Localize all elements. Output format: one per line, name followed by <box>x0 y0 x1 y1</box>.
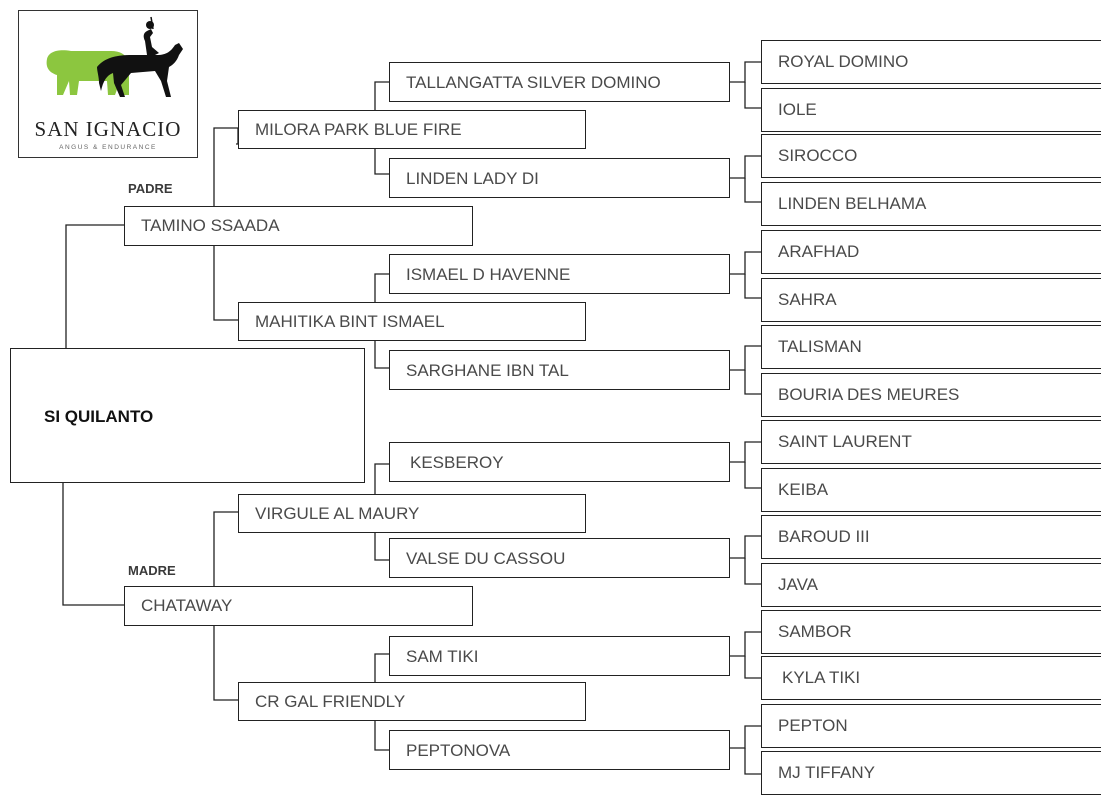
great-grandparent-box[interactable]: KESBEROY <box>389 442 730 482</box>
ancestor-name: SAHRA <box>778 290 837 309</box>
ancestor-name: SIROCCO <box>778 146 858 165</box>
great-grandparent-name: LINDEN LADY DI <box>406 169 539 188</box>
ancestor-box[interactable]: BOURIA DES MEURES <box>761 373 1101 417</box>
ancestor-box[interactable]: MJ TIFFANY <box>761 751 1101 795</box>
grandparent-name: CR GAL FRIENDLY <box>255 692 406 711</box>
great-grandparent-box[interactable]: SAM TIKI <box>389 636 730 676</box>
ancestor-name: BAROUD III <box>778 527 870 546</box>
ancestor-box[interactable]: IOLE <box>761 88 1101 132</box>
ancestor-name: BOURIA DES MEURES <box>778 385 960 404</box>
ancestor-name: IOLE <box>778 100 817 119</box>
dam-box[interactable]: CHATAWAY <box>124 586 473 626</box>
ancestor-box[interactable]: SAINT LAURENT <box>761 420 1101 464</box>
sire-name: TAMINO SSAADA <box>141 216 280 235</box>
dam-name: CHATAWAY <box>141 596 233 615</box>
great-grandparent-box[interactable]: PEPTONOVA <box>389 730 730 770</box>
great-grandparent-name: SAM TIKI <box>406 647 479 666</box>
great-grandparent-name: SARGHANE IBN TAL <box>406 361 569 380</box>
ancestor-name: JAVA <box>778 575 818 594</box>
ancestor-box[interactable]: PEPTON <box>761 704 1101 748</box>
ancestor-name: KEIBA <box>778 480 829 499</box>
grandparent-name: MILORA PARK BLUE FIRE <box>255 120 462 139</box>
ancestor-box[interactable]: KYLA TIKI <box>761 656 1101 700</box>
ancestor-box[interactable]: ROYAL DOMINO <box>761 40 1101 84</box>
sire-label: PADRE <box>128 181 173 196</box>
logo-name: SAN IGNACIO <box>34 117 182 141</box>
ancestor-box[interactable]: TALISMAN <box>761 325 1101 369</box>
ancestor-name: SAINT LAURENT <box>778 432 912 451</box>
great-grandparent-box[interactable]: VALSE DU CASSOU <box>389 538 730 578</box>
great-grandparent-name: ISMAEL D HAVENNE <box>406 265 571 284</box>
brand-logo: SAN IGNACIO ANGUS & ENDURANCE <box>18 10 198 158</box>
ancestor-box[interactable]: LINDEN BELHAMA <box>761 182 1101 226</box>
granddam-maternal-box[interactable]: CR GAL FRIENDLY <box>238 682 586 721</box>
great-grandparent-name: KESBEROY <box>410 453 504 472</box>
ancestor-box[interactable]: SAHRA <box>761 278 1101 322</box>
great-grandparent-box[interactable]: TALLANGATTA SILVER DOMINO <box>389 62 730 102</box>
ancestor-name: ROYAL DOMINO <box>778 52 909 71</box>
great-grandparent-name: TALLANGATTA SILVER DOMINO <box>406 73 661 92</box>
dam-label: MADRE <box>128 563 176 578</box>
sire-box[interactable]: TAMINO SSAADA <box>124 206 473 246</box>
subject-horse-name: SI QUILANTO <box>44 407 154 426</box>
great-grandparent-box[interactable]: ISMAEL D HAVENNE <box>389 254 730 294</box>
subject-horse-box[interactable]: SI QUILANTO <box>10 348 365 483</box>
grandsire-maternal-box[interactable]: VIRGULE AL MAURY <box>238 494 586 533</box>
ancestor-box[interactable]: JAVA <box>761 563 1101 607</box>
ancestor-box[interactable]: ARAFHAD <box>761 230 1101 274</box>
ancestor-box[interactable]: SAMBOR <box>761 610 1101 654</box>
ancestor-name: SAMBOR <box>778 622 852 641</box>
ancestor-box[interactable]: KEIBA <box>761 468 1101 512</box>
logo-tagline: ANGUS & ENDURANCE <box>59 144 157 151</box>
grandparent-name: VIRGULE AL MAURY <box>255 504 420 523</box>
great-grandparent-name: VALSE DU CASSOU <box>406 549 566 568</box>
ancestor-name: ARAFHAD <box>778 242 860 261</box>
grandparent-name: MAHITIKA BINT ISMAEL <box>255 312 445 331</box>
ancestor-name: LINDEN BELHAMA <box>778 194 927 213</box>
great-grandparent-box[interactable]: SARGHANE IBN TAL <box>389 350 730 390</box>
great-grandparent-box[interactable]: LINDEN LADY DI <box>389 158 730 198</box>
horse-and-bull-icon <box>46 16 183 97</box>
ancestor-box[interactable]: BAROUD III <box>761 515 1101 559</box>
granddam-paternal-box[interactable]: MAHITIKA BINT ISMAEL <box>238 302 586 341</box>
ancestor-name: KYLA TIKI <box>782 668 861 687</box>
ancestor-name: MJ TIFFANY <box>778 763 875 782</box>
great-grandparent-name: PEPTONOVA <box>406 741 511 760</box>
ancestor-name: PEPTON <box>778 716 848 735</box>
ancestor-box[interactable]: SIROCCO <box>761 134 1101 178</box>
ancestor-name: TALISMAN <box>778 337 862 356</box>
grandsire-paternal-box[interactable]: MILORA PARK BLUE FIRE <box>238 110 586 149</box>
